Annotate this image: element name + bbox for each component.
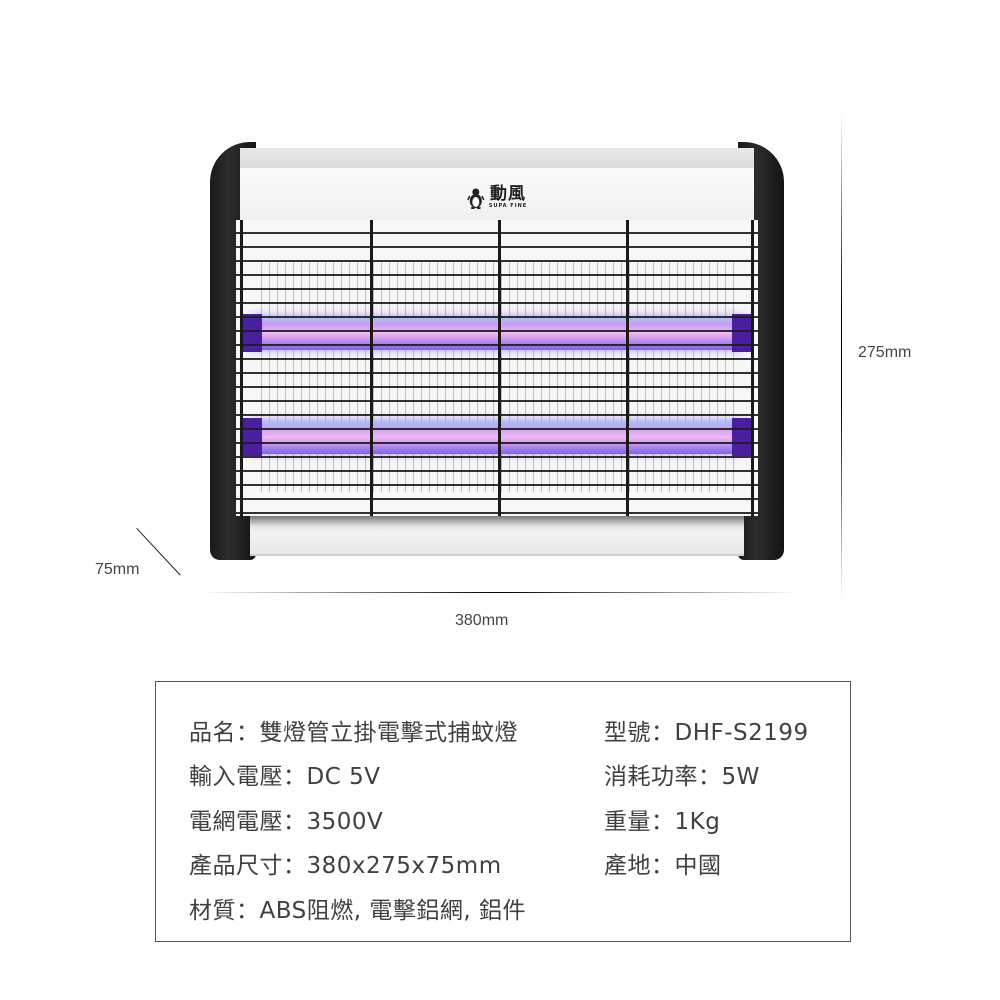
spec-dimensions: 產品尺寸380x275x75mm xyxy=(189,846,502,880)
spec-material: 材質ABS阻燃, 電擊鋁網, 鋁件 xyxy=(189,891,526,925)
spec-key: 品名 xyxy=(189,720,260,746)
grid-support-bar xyxy=(751,220,754,516)
spec-value: 雙燈管立掛電擊式捕蚊燈 xyxy=(259,720,518,746)
spec-grid-voltage: 電網電壓3500V xyxy=(189,802,383,836)
spec-input-voltage: 輸入電壓DC 5V xyxy=(189,757,380,791)
height-label: 275mm xyxy=(858,344,912,361)
width-label: 380mm xyxy=(455,612,509,629)
depth-label: 75mm xyxy=(95,561,140,578)
grid-support-bar xyxy=(240,220,243,516)
spec-key: 材質 xyxy=(189,898,260,924)
spec-key: 輸入電壓 xyxy=(189,764,307,790)
spec-key: 重量 xyxy=(604,809,675,835)
spec-value: DC 5V xyxy=(306,764,381,790)
spec-key: 型號 xyxy=(604,720,675,746)
spec-value: 中國 xyxy=(674,853,722,879)
top-housing: 動風 SUPA FINE xyxy=(240,148,754,226)
spec-model: 型號DHF-S2199 xyxy=(604,713,809,747)
width-dimension-line xyxy=(200,592,800,593)
spec-value: 3500V xyxy=(306,809,384,835)
depth-dimension-line xyxy=(136,528,181,576)
spec-key: 產品尺寸 xyxy=(189,853,307,879)
grid-support-bar xyxy=(498,220,501,516)
spec-table xyxy=(155,681,851,942)
spec-weight: 重量1Kg xyxy=(604,802,720,836)
brand-logo: 動風 SUPA FINE xyxy=(467,186,527,209)
grid-horizontal-wires xyxy=(236,220,758,516)
spec-value: 380x275x75mm xyxy=(306,853,502,879)
grid-support-bar xyxy=(370,220,373,516)
bottom-tray xyxy=(250,516,744,556)
spec-value: ABS阻燃, 電擊鋁網, 鋁件 xyxy=(259,898,526,924)
electric-grid xyxy=(236,220,758,516)
spec-key: 產地 xyxy=(604,853,675,879)
brand-name: 動風 SUPA FINE xyxy=(489,186,527,209)
spec-key: 電網電壓 xyxy=(189,809,307,835)
grid-support-bar xyxy=(626,220,629,516)
top-strip xyxy=(240,148,754,168)
spec-value: 1Kg xyxy=(674,809,721,835)
spec-value: 5W xyxy=(721,764,760,790)
brand-name-cn: 動風 xyxy=(489,184,526,204)
spec-key: 消耗功率 xyxy=(604,764,722,790)
spec-origin: 產地中國 xyxy=(604,846,722,880)
height-dimension-line xyxy=(841,112,842,600)
spec-power: 消耗功率5W xyxy=(604,757,760,791)
bug-zapper-image: 動風 SUPA FINE xyxy=(210,142,784,560)
spec-value: DHF-S2199 xyxy=(674,720,809,746)
penguin-icon xyxy=(467,188,485,209)
spec-product-name: 品名雙燈管立掛電擊式捕蚊燈 xyxy=(189,713,518,747)
brand-name-en: SUPA FINE xyxy=(488,203,528,209)
